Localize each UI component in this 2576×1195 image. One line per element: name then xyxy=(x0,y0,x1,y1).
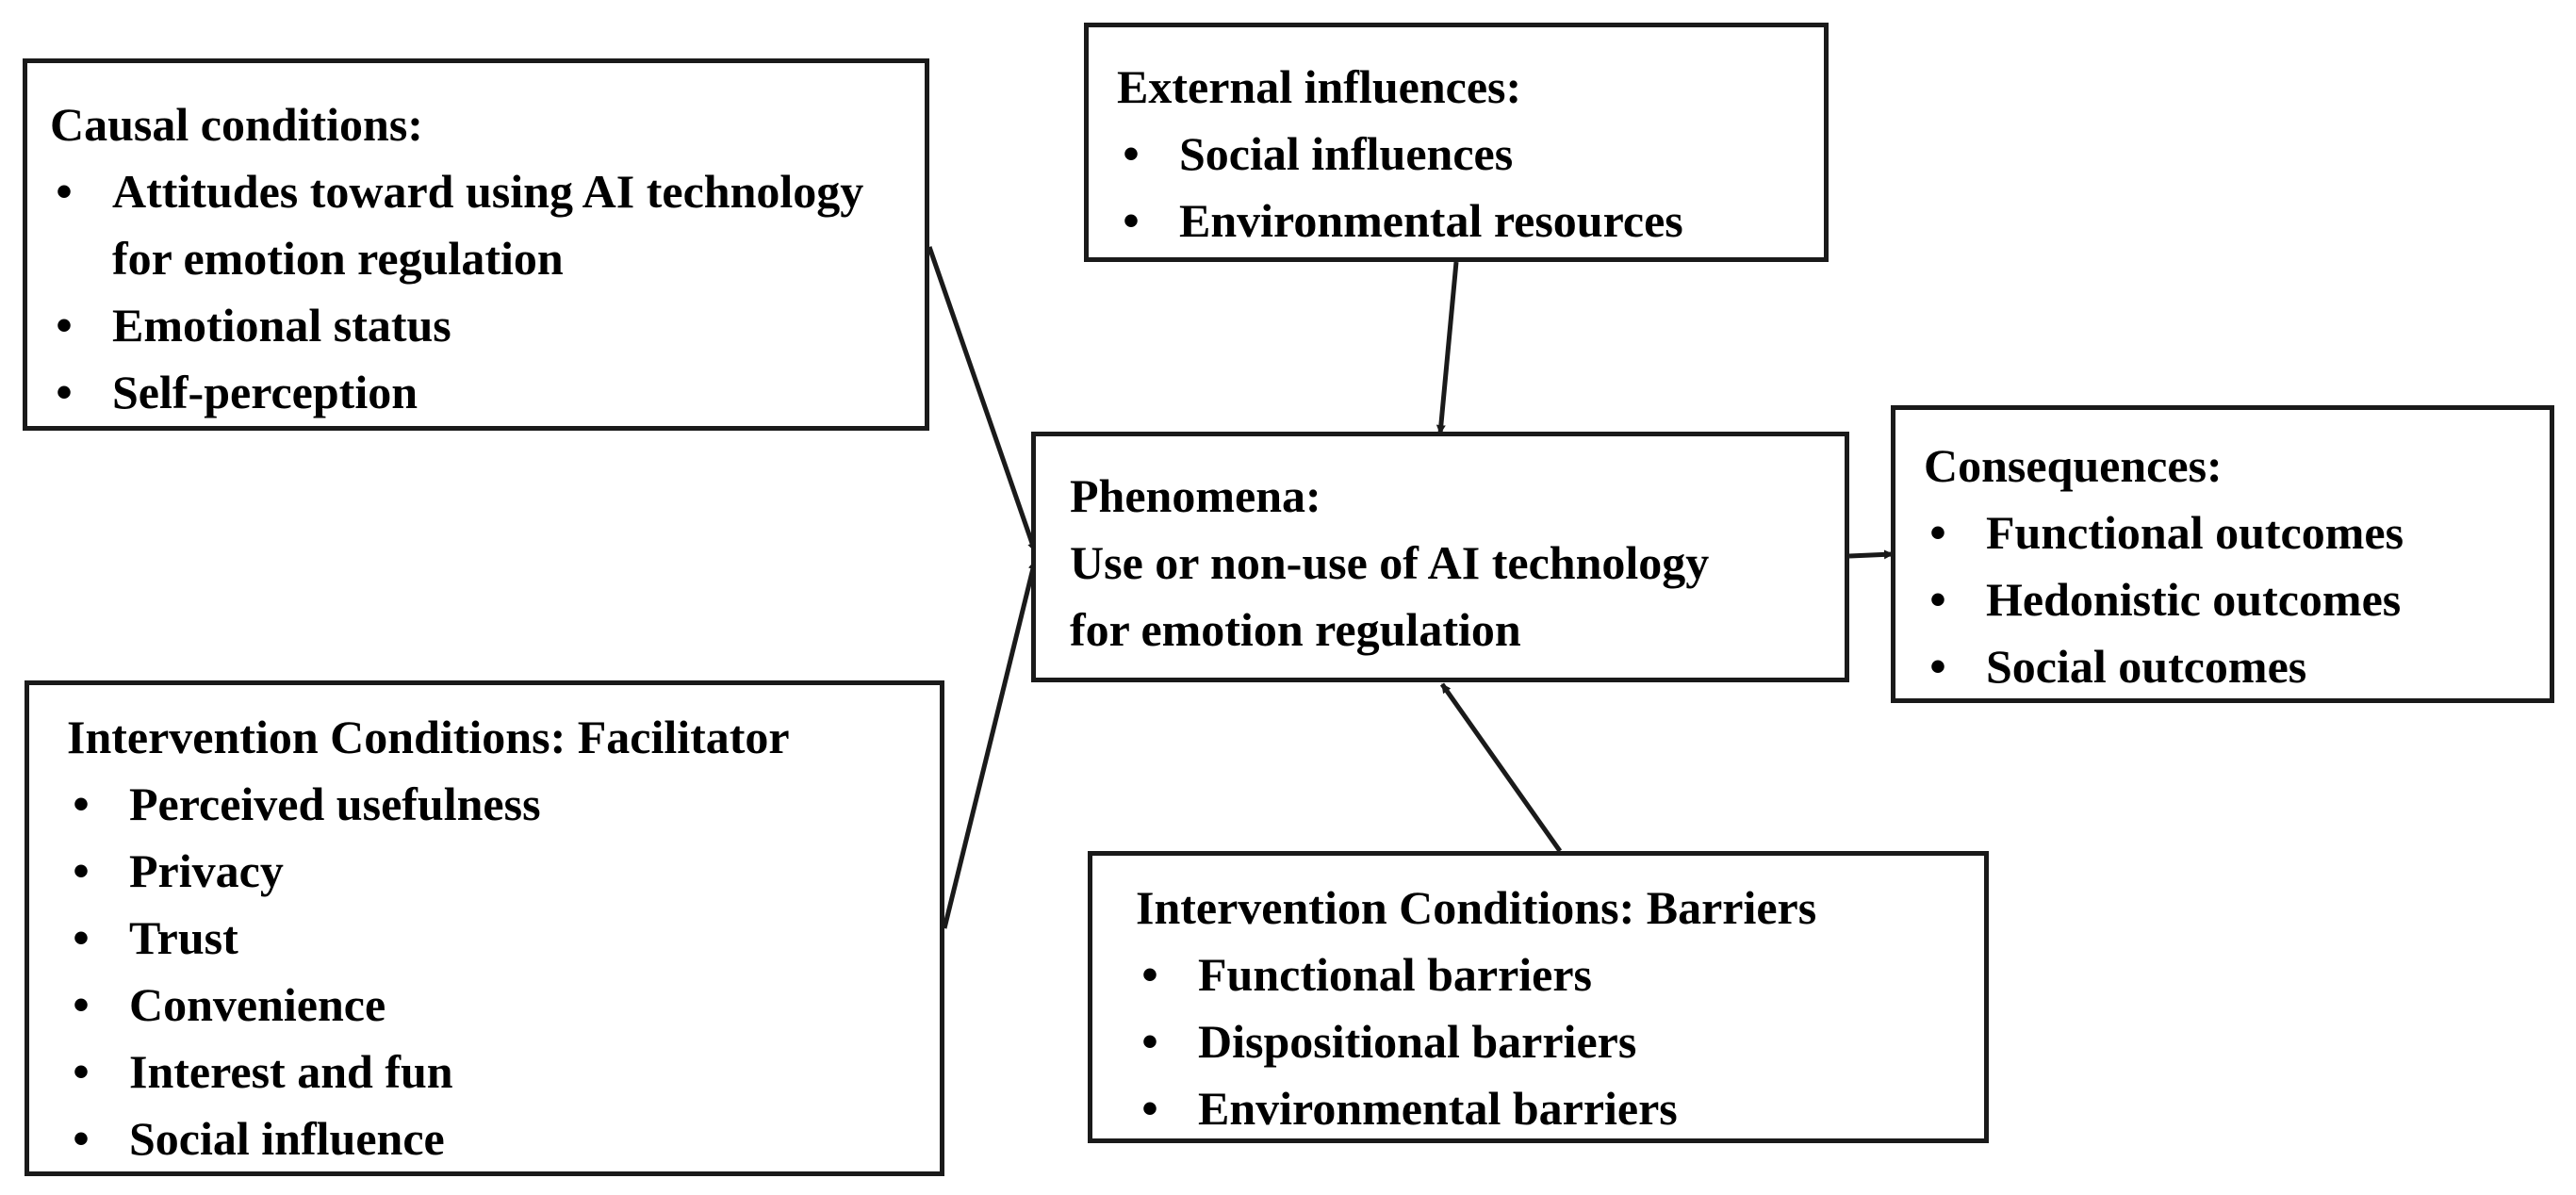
bullet-icon: • xyxy=(73,1112,90,1165)
list-item-label: Perceived usefulness xyxy=(129,778,541,830)
consequences-list: • Functional outcomes • Hedonistic outco… xyxy=(1924,499,2550,700)
bullet-icon: • xyxy=(56,366,73,418)
bullet-icon: • xyxy=(73,844,90,897)
list-item: • Functional outcomes xyxy=(1924,499,2550,566)
consequences-title: Consequences: xyxy=(1924,439,2223,492)
bullet-icon: • xyxy=(1123,127,1140,180)
arrow-external-to-phenomena xyxy=(1436,261,1459,434)
facilitator-conditions-title: Intervention Conditions: Facilitator xyxy=(67,711,790,763)
bullet-icon: • xyxy=(73,911,90,964)
external-influences-list: • Social influences • Environmental reso… xyxy=(1117,121,1824,254)
list-item-label: Environmental resources xyxy=(1179,194,1683,247)
arrow-barriers-to-phenomena xyxy=(1439,682,1563,853)
list-item-label: Self-perception xyxy=(112,366,418,418)
list-item: • Social influence xyxy=(67,1105,940,1172)
list-item: • Emotional status xyxy=(50,292,925,359)
list-item-label: Attitudes toward using AI technology for… xyxy=(112,165,864,285)
causal-conditions-title: Causal conditions: xyxy=(50,98,423,151)
external-influences-box: External influences: • Social influences… xyxy=(1084,23,1829,262)
list-item: • Dispositional barriers xyxy=(1136,1008,1984,1075)
bullet-icon: • xyxy=(56,299,73,352)
phenomena-title: Phenomena: xyxy=(1070,469,1321,522)
list-item: • Environmental barriers xyxy=(1136,1075,1984,1142)
arrow-causal-to-phenomena xyxy=(927,246,1038,552)
bullet-icon: • xyxy=(1141,948,1158,1001)
list-item: • Attitudes toward using AI technology f… xyxy=(50,158,925,292)
list-item: • Social influences xyxy=(1117,121,1824,188)
bullet-icon: • xyxy=(1123,194,1140,247)
causal-conditions-list: • Attitudes toward using AI technology f… xyxy=(50,158,925,426)
list-item-label: Privacy xyxy=(129,844,284,897)
list-item-label: Social outcomes xyxy=(1986,640,2307,693)
list-item: • Social outcomes xyxy=(1924,633,2550,700)
phenomena-line-1: Use or non-use of AI technology xyxy=(1070,536,1710,589)
list-item-label: Hedonistic outcomes xyxy=(1986,573,2402,626)
bullet-icon: • xyxy=(73,978,90,1031)
causal-conditions-box: Causal conditions: • Attitudes toward us… xyxy=(23,58,929,431)
consequences-box: Consequences: • Functional outcomes • He… xyxy=(1891,405,2554,703)
bullet-icon: • xyxy=(1141,1082,1158,1135)
list-item-label: Social influence xyxy=(129,1112,445,1165)
list-item-label: Convenience xyxy=(129,978,386,1031)
phenomena-box: Phenomena: Use or non-use of AI technolo… xyxy=(1031,432,1849,682)
bullet-icon: • xyxy=(1929,640,1946,693)
list-item: • Convenience xyxy=(67,972,940,1039)
external-influences-title: External influences: xyxy=(1117,60,1522,113)
list-item: • Functional barriers xyxy=(1136,941,1984,1008)
list-item: • Hedonistic outcomes xyxy=(1924,566,2550,633)
list-item: • Trust xyxy=(67,905,940,972)
list-item-label: Trust xyxy=(129,911,238,964)
list-item: • Environmental resources xyxy=(1117,188,1824,254)
arrow-phenomena-to-consequences xyxy=(1848,549,1894,560)
bullet-icon: • xyxy=(1141,1015,1158,1068)
barriers-conditions-list: • Functional barriers • Dispositional ba… xyxy=(1136,941,1984,1142)
list-item-label: Functional barriers xyxy=(1198,948,1593,1001)
list-item-label: Functional outcomes xyxy=(1986,506,2404,559)
arrow-facilitator-to-phenomena xyxy=(942,560,1038,929)
facilitator-conditions-list: • Perceived usefulness • Privacy • Trust… xyxy=(67,771,940,1172)
list-item-label: Interest and fun xyxy=(129,1045,453,1098)
bullet-icon: • xyxy=(73,778,90,830)
list-item-label: Emotional status xyxy=(112,299,451,352)
list-item: • Interest and fun xyxy=(67,1039,940,1105)
phenomena-line-2: for emotion regulation xyxy=(1070,603,1521,656)
list-item-label: Dispositional barriers xyxy=(1198,1015,1637,1068)
list-item-label: Environmental barriers xyxy=(1198,1082,1678,1135)
bullet-icon: • xyxy=(73,1045,90,1098)
barriers-conditions-title: Intervention Conditions: Barriers xyxy=(1136,881,1817,934)
list-item: • Privacy xyxy=(67,838,940,905)
bullet-icon: • xyxy=(1929,573,1946,626)
bullet-icon: • xyxy=(56,165,73,218)
bullet-icon: • xyxy=(1929,506,1946,559)
facilitator-conditions-box: Intervention Conditions: Facilitator • P… xyxy=(25,680,944,1176)
list-item: • Perceived usefulness xyxy=(67,771,940,838)
barriers-conditions-box: Intervention Conditions: Barriers • Func… xyxy=(1088,851,1989,1143)
list-item: • Self-perception xyxy=(50,359,925,426)
list-item-label: Social influences xyxy=(1179,127,1514,180)
